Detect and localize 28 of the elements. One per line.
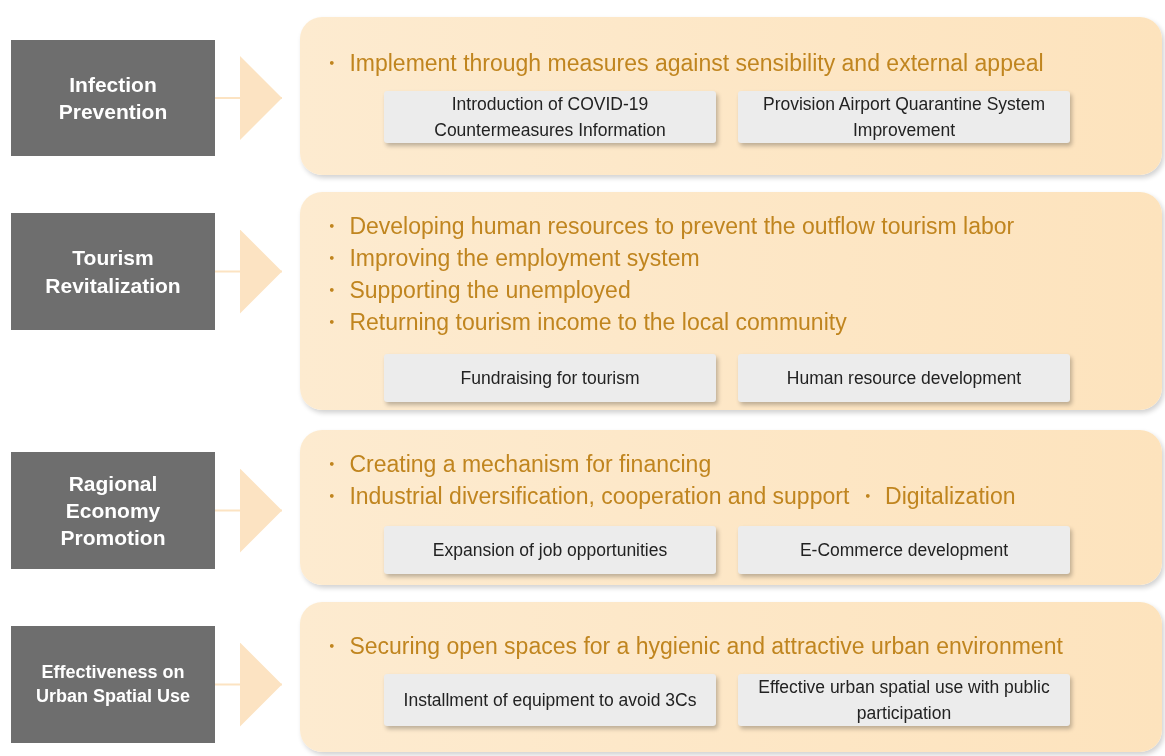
measure-box: Fundraising for tourism xyxy=(384,354,716,402)
chevron-arrow xyxy=(214,56,283,140)
measure-box: Expansion of job opportunities xyxy=(384,526,716,574)
category-box: Effectiveness on Urban Spatial Use xyxy=(11,626,215,743)
category-box: Tourism Revitalization xyxy=(11,213,215,330)
bullet-text: ・ Implement through measures against sensibility and external appeal xyxy=(320,49,1045,78)
bullet-text: ・ Developing human resources to prevent the outflow tourism labor xyxy=(320,212,1016,241)
measure-box: Human resource development xyxy=(738,354,1070,402)
bullet-text: ・ Creating a mechanism for financing xyxy=(320,450,713,479)
measure-box: Installment of equipment to avoid 3Cs xyxy=(384,674,716,726)
panel xyxy=(300,602,1162,752)
bullet-text: ・ Securing open spaces for a hygienic and attractive urban environment xyxy=(320,632,1064,661)
measure-box: E-Commerce development xyxy=(738,526,1070,574)
bullet-text: ・ Supporting the unemployed xyxy=(320,276,632,305)
chevron-arrow xyxy=(214,229,283,314)
measure-box: Effective urban spatial use with public participation xyxy=(738,674,1070,726)
bullet-text: ・ Industrial diversification, cooperation and support ・ Digitalization xyxy=(320,482,1017,511)
bullet-text: ・ Improving the employment system xyxy=(320,244,701,273)
chevron-arrow xyxy=(214,468,283,553)
chevron-arrow xyxy=(214,642,283,727)
measure-box: Provision Airport Quarantine System Improvement xyxy=(738,91,1070,143)
category-box: Infection Prevention xyxy=(11,40,215,156)
panel xyxy=(300,17,1162,175)
panel xyxy=(300,192,1162,410)
bullet-text: ・ Returning tourism income to the local community xyxy=(320,308,848,337)
panel xyxy=(300,430,1162,585)
category-box: Ragional Economy Promotion xyxy=(11,452,215,569)
measure-box: Introduction of COVID-19 Countermeasures Information xyxy=(384,91,716,143)
